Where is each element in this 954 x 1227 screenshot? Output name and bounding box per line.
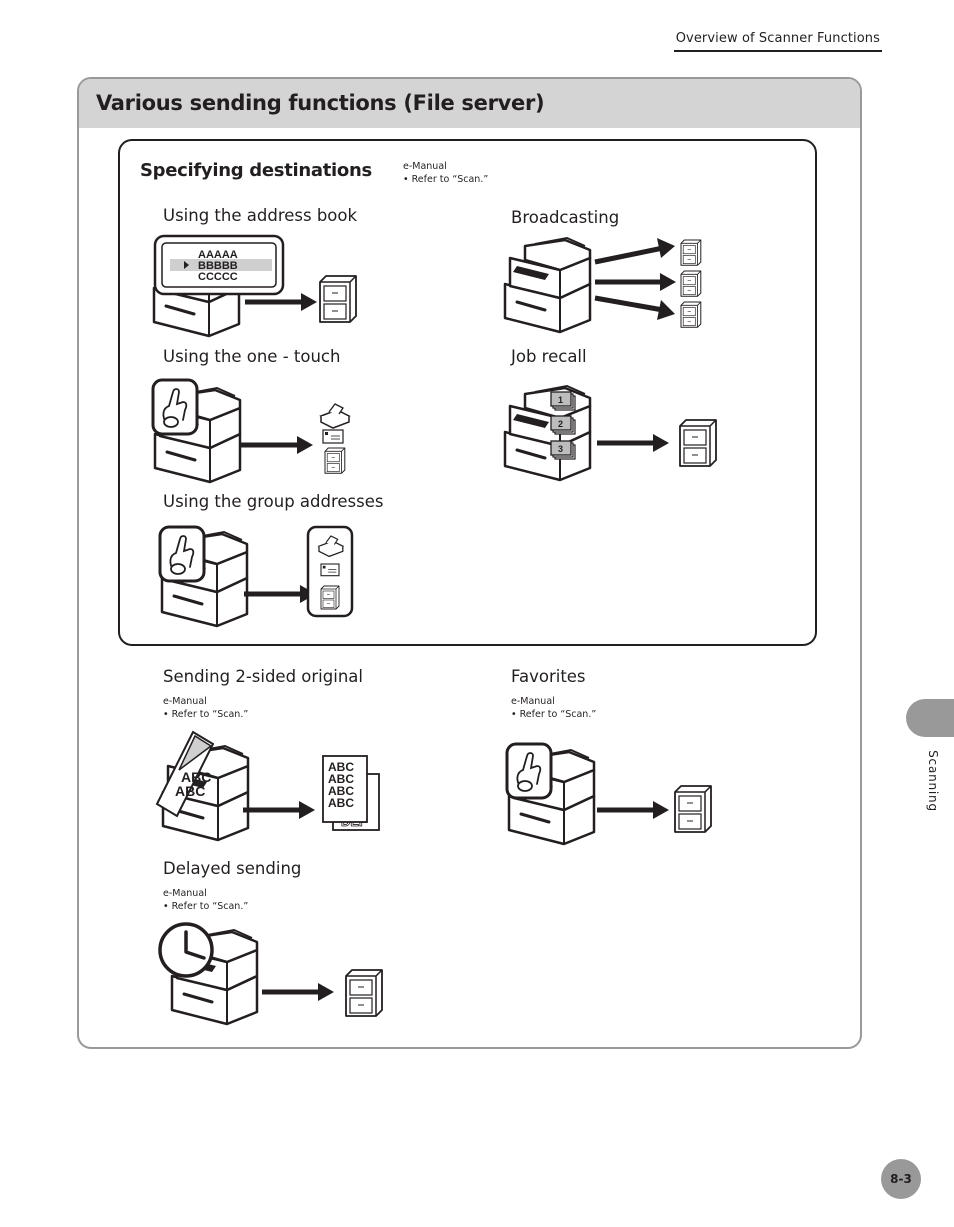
scanned-text-1: ABC (328, 760, 354, 774)
job-2: 2 (550, 415, 576, 435)
file-server-icon (674, 785, 712, 833)
broadcasting-illustration (503, 236, 702, 334)
header-rule (674, 50, 882, 52)
arrow-icon (597, 434, 669, 452)
front-page (322, 755, 368, 823)
ref-link[interactable]: • Refer to “Scan.” (163, 901, 249, 912)
scanned-text-2: ABC (328, 772, 354, 786)
specifying-title: Specifying destinations (140, 160, 372, 181)
broadcasting-label: Broadcasting (511, 208, 620, 227)
job-number-2: 2 (558, 419, 563, 429)
file-server-icon (680, 239, 702, 266)
ref-manual: e-Manual (163, 888, 207, 899)
two-sided-label: Sending 2-sided original (163, 667, 363, 686)
file-server-icon (319, 275, 357, 323)
group-label: Using the group addresses (163, 492, 384, 511)
ref-link[interactable]: • Refer to “Scan.” (163, 709, 249, 720)
arrow-icon (262, 983, 334, 1001)
file-server-icon (345, 969, 383, 1017)
display-line-1: AAAAA (198, 249, 238, 261)
one-touch-illustration (151, 378, 350, 484)
favorites-reference: e-Manual • Refer to “Scan.” (511, 695, 596, 721)
ref-manual: e-Manual (511, 696, 555, 707)
ref-manual: e-Manual (403, 161, 447, 172)
scanned-text-3: ABC (328, 784, 354, 798)
original-text-2: ABC (175, 783, 205, 799)
group-illustration (158, 525, 354, 628)
one-touch-label: Using the one - touch (163, 347, 341, 366)
delayed-illustration (158, 922, 383, 1026)
two-sided-reference: e-Manual • Refer to “Scan.” (163, 695, 248, 721)
touch-hand-icon (151, 378, 199, 436)
arrow-icon (244, 585, 316, 603)
job-recall-illustration: 1 2 3 (503, 384, 717, 482)
job-number-1: 1 (558, 395, 563, 405)
specifying-destinations-box (118, 139, 817, 646)
ref-link[interactable]: • Refer to “Scan.” (403, 174, 489, 185)
arrow-icon (597, 801, 669, 819)
display-line-2: BBBBB (198, 260, 238, 272)
file-server-icon (324, 447, 346, 474)
job-number-3: 3 (558, 444, 563, 454)
favorites-illustration (505, 742, 712, 846)
specifying-reference: e-Manual • Refer to “Scan.” (403, 160, 488, 186)
favorites-label: Favorites (511, 667, 586, 686)
two-sided-illustration: ABC ABC DEF ABC ABC ABC ABC (155, 730, 380, 842)
touch-hand-icon (505, 742, 553, 800)
address-book-illustration: AAAAA BBBBB CCCCC (152, 234, 357, 338)
panel-title-band (79, 79, 860, 128)
scanned-text-4: ABC (328, 796, 354, 810)
address-book-label: Using the address book (163, 206, 358, 225)
delayed-label: Delayed sending (163, 859, 302, 878)
running-header: Overview of Scanner Functions (675, 31, 880, 46)
job-1: 1 (550, 391, 576, 411)
original-text-1: ABC (181, 769, 211, 785)
chapter-tab[interactable] (906, 699, 954, 737)
file-server-icon (680, 301, 702, 328)
display-line-3: CCCCC (198, 271, 238, 283)
ref-link[interactable]: • Refer to “Scan.” (511, 709, 597, 720)
chapter-tab-label: Scanning (926, 750, 940, 812)
job-3: 3 (550, 440, 576, 460)
email-icon (320, 563, 340, 577)
selection-caret-icon (184, 261, 189, 269)
file-server-icon (680, 270, 702, 297)
ref-manual: e-Manual (163, 696, 207, 707)
panel-title: Various sending functions (File server) (96, 91, 545, 115)
file-server-icon (679, 419, 717, 467)
arrow-icon (243, 801, 315, 819)
page-number: 8-3 (881, 1159, 921, 1199)
file-server-icon (320, 585, 340, 610)
job-recall-label: Job recall (511, 347, 587, 366)
email-icon (322, 429, 344, 444)
touch-hand-icon (158, 525, 206, 583)
arrow-icon (241, 436, 313, 454)
arrow-icon (245, 293, 317, 311)
delayed-reference: e-Manual • Refer to “Scan.” (163, 887, 248, 913)
fax-icon (320, 403, 350, 429)
